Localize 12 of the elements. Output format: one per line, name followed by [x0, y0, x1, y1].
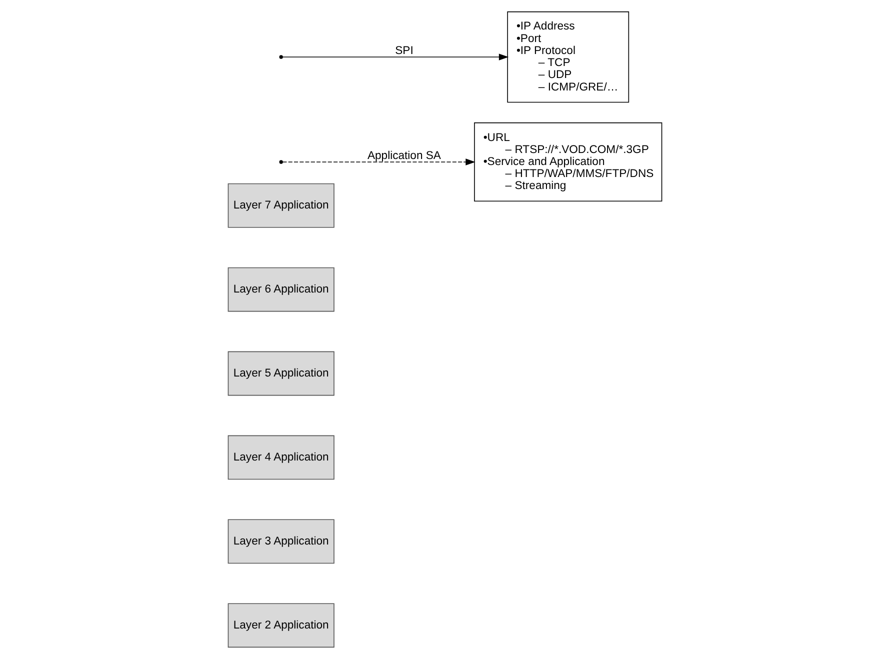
node-box: Layer 2 Application	[227, 603, 334, 648]
node-box: •IP Address •Port •IP Protocol – TCP – UDP – ICMP/GRE/…	[506, 11, 629, 103]
node-box: Layer 5 Application	[227, 351, 334, 396]
node-box: •URL – RTSP://*.VOD.COM/*.3GP •Service and Application – HTTP/WAP/MMS/FTP/DNS – Streaming	[474, 122, 662, 202]
node-box: Layer 6 Application	[227, 267, 334, 312]
edge-label: Application SA	[366, 150, 440, 162]
arrow	[282, 158, 475, 166]
edge-label: SPI	[394, 44, 413, 57]
arrow	[282, 54, 508, 60]
node-box: Layer 4 Application	[227, 435, 334, 480]
node-box: Layer 7 Application	[227, 183, 334, 228]
node-box: Layer 3 Application	[227, 519, 334, 564]
